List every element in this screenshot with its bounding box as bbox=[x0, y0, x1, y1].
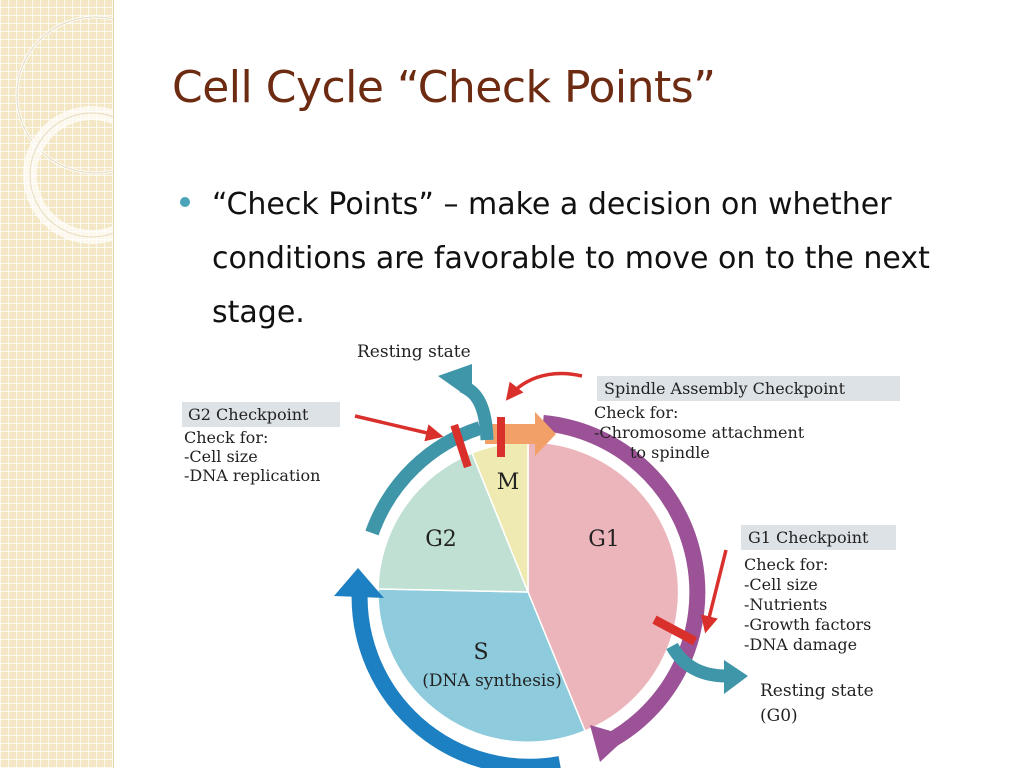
spindle-checkpoint-header-bg bbox=[597, 376, 900, 401]
g2-checkpoint-header-bg bbox=[182, 402, 340, 427]
g1-pointer-arrow bbox=[700, 549, 728, 634]
g1-checkpoint-header-bg bbox=[741, 525, 896, 550]
g2-pointer-arrow bbox=[354, 414, 444, 442]
m-phase-label: M bbox=[497, 470, 520, 495]
g2-checkpoint-line-1: Check for: bbox=[184, 428, 268, 447]
g2-phase-label: G2 bbox=[425, 527, 457, 552]
g1-checkpoint-line-5: -DNA damage bbox=[744, 635, 857, 654]
g1-phase-label: G1 bbox=[588, 527, 620, 552]
resting-state-bottom-g0: (G0) bbox=[760, 706, 798, 726]
g2-checkpoint-line-3: -DNA replication bbox=[184, 466, 320, 485]
g1-checkpoint-line-4: -Growth factors bbox=[744, 615, 871, 634]
s-phase-label: S bbox=[473, 640, 488, 665]
spindle-checkpoint-line-2: -Chromosome attachment bbox=[594, 423, 805, 442]
bullet-marker bbox=[180, 197, 190, 207]
g1-checkpoint-title: G1 Checkpoint bbox=[748, 528, 869, 547]
g1-sector bbox=[527, 441, 680, 732]
g1-purple-arc bbox=[542, 415, 706, 751]
g1-checkpoint-bar bbox=[652, 615, 698, 646]
s-blue-arrowhead bbox=[334, 568, 384, 598]
spindle-checkpoint-bar bbox=[497, 417, 505, 457]
m-orange-arrow bbox=[485, 412, 556, 456]
g2-checkpoint-line-2: -Cell size bbox=[184, 447, 258, 466]
s-sector bbox=[377, 588, 586, 744]
resting-state-top-label: Resting state bbox=[357, 342, 471, 362]
resting-state-bottom-label: Resting state bbox=[760, 681, 874, 701]
g1-checkpoint-line-1: Check for: bbox=[744, 555, 828, 574]
g2-checkpoint-bar bbox=[450, 423, 472, 469]
g2-teal-arc bbox=[365, 421, 483, 536]
s-phase-sublabel: (DNA synthesis) bbox=[422, 671, 561, 691]
spindle-checkpoint-title: Spindle Assembly Checkpoint bbox=[604, 379, 846, 398]
g1-checkpoint-line-2: -Cell size bbox=[744, 575, 818, 594]
s-blue-arc bbox=[351, 584, 561, 768]
decorative-side-band bbox=[0, 0, 114, 768]
spindle-checkpoint-line-1: Check for: bbox=[594, 403, 678, 422]
resting-top-arrowhead bbox=[438, 364, 472, 400]
g2-checkpoint-title: G2 Checkpoint bbox=[188, 405, 309, 424]
spindle-pointer-arrow bbox=[505, 371, 583, 401]
resting-bottom-arrowhead bbox=[724, 660, 748, 694]
resting-bottom-arrow bbox=[666, 642, 727, 683]
g1-checkpoint-line-3: -Nutrients bbox=[744, 595, 827, 614]
g1-purple-arrowhead bbox=[590, 725, 628, 762]
decorative-circles bbox=[15, 15, 113, 244]
g2-sector bbox=[377, 452, 530, 593]
spindle-checkpoint-line-3: to spindle bbox=[630, 443, 710, 462]
bullet-text: “Check Points” – make a decision on whet… bbox=[212, 187, 930, 330]
slide-title: Cell Cycle “Check Points” bbox=[172, 62, 716, 113]
